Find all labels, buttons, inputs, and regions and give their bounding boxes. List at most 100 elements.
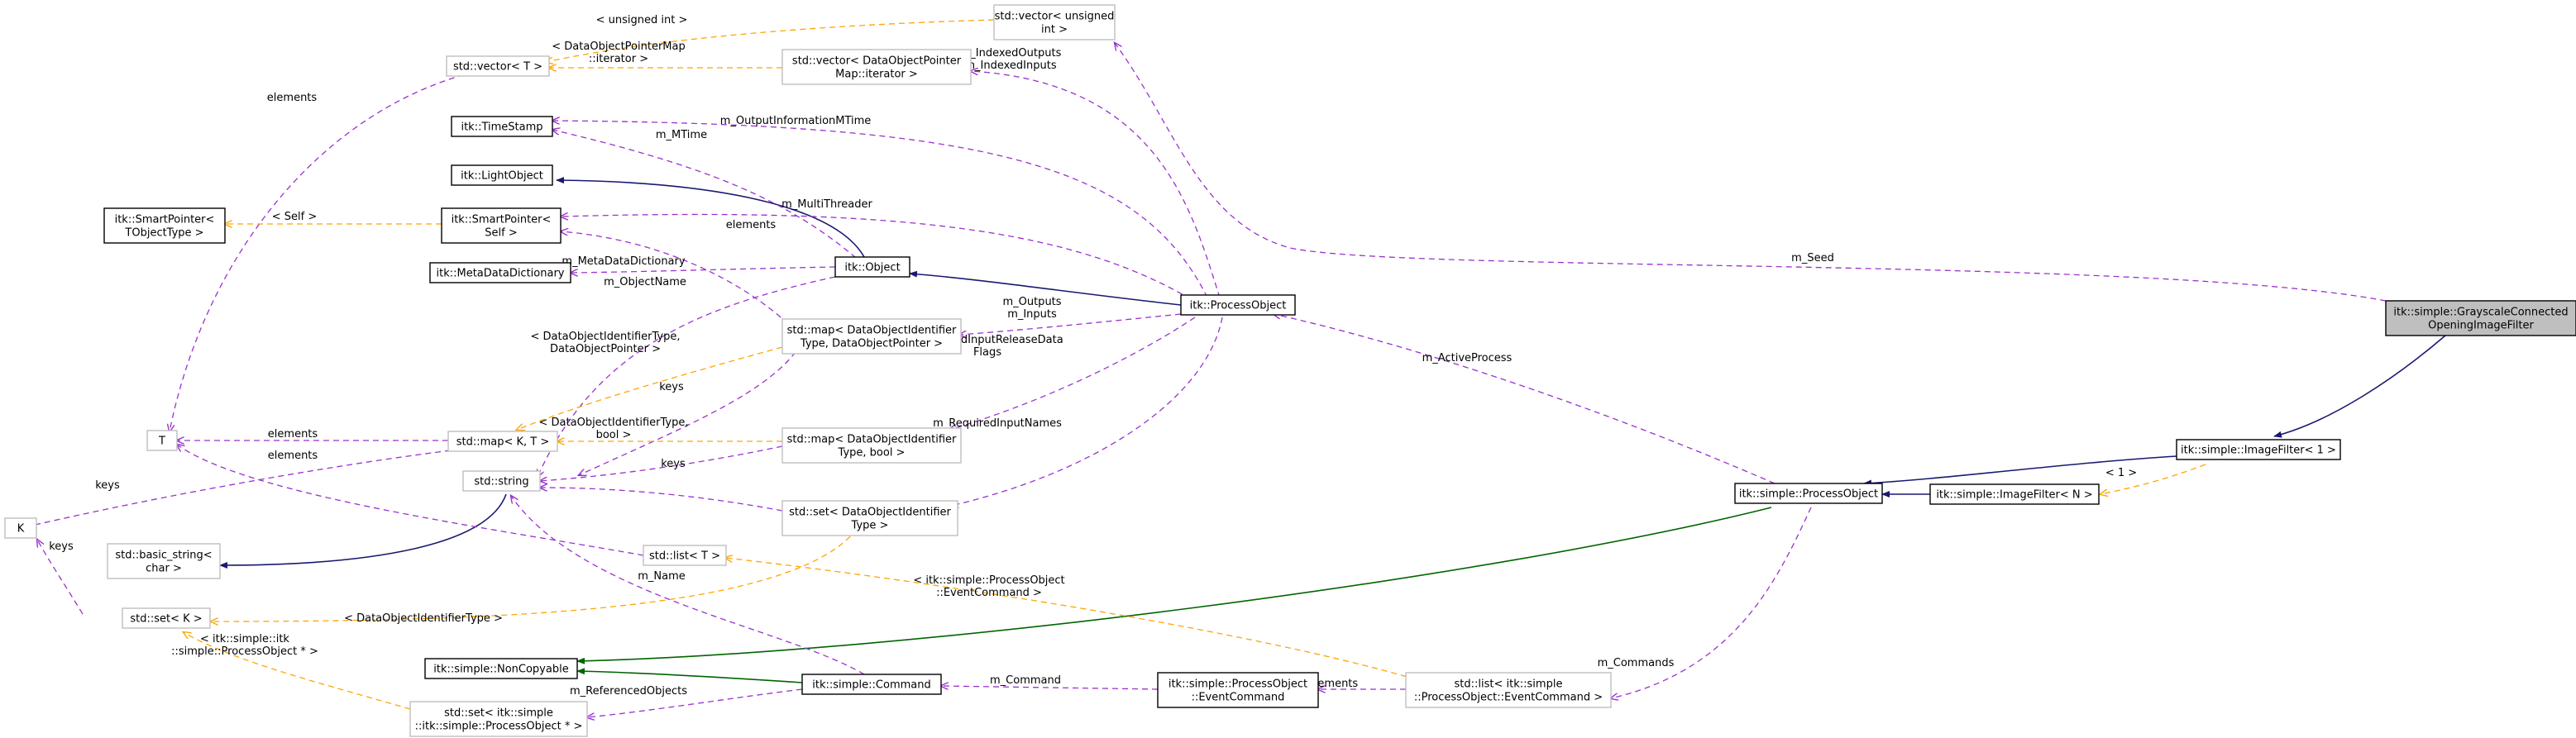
edge-label-line: Flags bbox=[973, 346, 1001, 359]
label-keys-set-k: keys bbox=[49, 540, 74, 553]
node-light-object[interactable]: itk::LightObject bbox=[451, 164, 553, 186]
edge-m-outputinformationmtime bbox=[552, 121, 1208, 298]
node-k[interactable]: K bbox=[4, 517, 37, 539]
node-label: int > bbox=[1041, 24, 1068, 36]
node-itk-object[interactable]: itk::Object bbox=[834, 256, 910, 278]
edge-m-objectname bbox=[538, 276, 836, 477]
label-templ-doid-ptr: < DataObjectIdentifierType,DataObjectPoi… bbox=[531, 331, 681, 355]
node-box bbox=[451, 116, 553, 137]
edge-label-line: m_Name bbox=[638, 570, 686, 583]
label-elements-t-2: elements bbox=[268, 450, 318, 462]
edge-label-line: < Self > bbox=[272, 211, 318, 223]
node-label: char > bbox=[146, 563, 182, 575]
node-label: itk::MetaDataDictionary bbox=[437, 268, 565, 280]
node-simple-process-object[interactable]: itk::simple::ProcessObject bbox=[1734, 483, 1883, 504]
node-t[interactable]: T bbox=[146, 430, 178, 451]
edge-templ-doid-type bbox=[211, 528, 858, 621]
node-image-filter-1[interactable]: itk::simple::ImageFilter< 1 > bbox=[2176, 439, 2341, 460]
node-smartpointer-tobjecttype[interactable]: itk::SmartPointer<TObjectType > bbox=[103, 207, 226, 244]
node-map-doid-bool[interactable]: std::map< DataObjectIdentifierType, bool… bbox=[781, 427, 962, 464]
node-label: T bbox=[158, 436, 165, 448]
node-event-command[interactable]: itk::simple::ProcessObject::EventCommand bbox=[1157, 672, 1319, 708]
node-timestamp[interactable]: itk::TimeStamp bbox=[451, 116, 553, 137]
node-set-doid[interactable]: std::set< DataObjectIdentifierType > bbox=[781, 500, 958, 536]
node-noncopyable[interactable]: itk::simple::NonCopyable bbox=[424, 658, 578, 679]
node-label: itk::simple::GrayscaleConnected bbox=[2393, 307, 2568, 319]
label-m-commands: m_Commands bbox=[1598, 657, 1675, 669]
node-label: itk::Object bbox=[844, 262, 900, 274]
node-command[interactable]: itk::simple::Command bbox=[801, 674, 942, 695]
node-vector-t[interactable]: std::vector< T > bbox=[446, 55, 550, 77]
node-set-k[interactable]: std::set< K > bbox=[122, 607, 211, 629]
node-process-object[interactable]: itk::ProcessObject bbox=[1180, 294, 1296, 316]
node-label: itk::SmartPointer< bbox=[115, 214, 215, 226]
edges bbox=[28, 19, 2446, 717]
edge-label-line: m_ObjectName bbox=[604, 276, 686, 288]
node-label: itk::SmartPointer< bbox=[452, 214, 552, 226]
node-box bbox=[446, 55, 550, 77]
node-set-process-object[interactable]: std::set< itk::simple::itk::simple::Proc… bbox=[409, 701, 588, 737]
node-label: TObjectType > bbox=[124, 227, 203, 240]
edge-command-to-noncopyable bbox=[576, 668, 803, 683]
node-label: std::set< itk::simple bbox=[444, 707, 553, 720]
edge-label-line: < DataObjectIdentifierType, bbox=[531, 331, 681, 343]
node-label: ::itk::simple::ProcessObject * > bbox=[415, 721, 583, 733]
edge-m-mtime bbox=[552, 130, 857, 259]
edge-label-line: m_Command bbox=[990, 674, 1061, 687]
node-label: std::map< DataObjectIdentifier bbox=[787, 434, 957, 446]
node-string[interactable]: std::string bbox=[462, 470, 541, 492]
node-label: OpeningImageFilter bbox=[2428, 320, 2534, 332]
edge-itkprocessobject-to-itkobject bbox=[909, 270, 1182, 306]
label-m-name: m_Name bbox=[638, 570, 686, 583]
node-label: Type, bool > bbox=[838, 447, 906, 459]
node-label: std::basic_string< bbox=[115, 550, 212, 562]
node-label: Map::iterator > bbox=[835, 69, 918, 81]
label-elements-vec: elements bbox=[267, 92, 318, 104]
edge-label-line: < itk::simple::itk bbox=[200, 633, 289, 645]
node-label: itk::simple::ImageFilter< N > bbox=[1936, 489, 2092, 502]
node-label: ::ProcessObject::EventCommand > bbox=[1414, 692, 1603, 704]
node-label: ::EventCommand bbox=[1192, 692, 1285, 704]
edge-label-line: m_IndexedInputs bbox=[964, 60, 1056, 72]
edge-templ-1 bbox=[2100, 464, 2206, 494]
node-label: Self > bbox=[485, 227, 517, 240]
edge-label-line: m_OutputInformationMTime bbox=[720, 115, 872, 127]
edge-label-line: < unsigned int > bbox=[596, 14, 688, 26]
node-box bbox=[107, 543, 221, 579]
node-basic-string[interactable]: std::basic_string<char > bbox=[107, 543, 221, 579]
node-label: std::set< DataObjectIdentifier bbox=[789, 507, 951, 519]
edge-templ-unsigned-int bbox=[546, 19, 995, 62]
edge-label-line: m_MetaDataDictionary bbox=[562, 255, 685, 268]
node-map-k-t[interactable]: std::map< K, T > bbox=[447, 431, 558, 452]
node-map-doid-ptr[interactable]: std::map< DataObjectIdentifierType, Data… bbox=[781, 318, 962, 355]
edge-m-indexed bbox=[971, 71, 1221, 298]
edge-templ-processobject-ptr bbox=[184, 632, 411, 710]
edge-label-line: m_ActiveProcess bbox=[1422, 352, 1513, 364]
node-label: itk::ProcessObject bbox=[1190, 300, 1287, 312]
node-smartpointer-self[interactable]: itk::SmartPointer<Self > bbox=[441, 207, 562, 244]
node-box bbox=[834, 256, 910, 278]
edge-label-line: < itk::simple::ProcessObject bbox=[913, 574, 1064, 587]
node-label: itk::simple::ImageFilter< 1 > bbox=[2181, 445, 2336, 457]
node-box bbox=[993, 4, 1116, 40]
label-m-outputinformationmtime: m_OutputInformationMTime bbox=[720, 115, 872, 127]
edge-label-line: elements bbox=[726, 219, 777, 231]
edge-label-line: keys bbox=[661, 458, 686, 470]
node-grayscale-connected-opening-image-filter[interactable]: itk::simple::GrayscaleConnectedOpeningIm… bbox=[2385, 300, 2576, 336]
node-box bbox=[103, 207, 226, 244]
node-list-t[interactable]: std::list< T > bbox=[643, 545, 727, 566]
edge-string-to-basicstring bbox=[219, 493, 507, 569]
label-m-command: m_Command bbox=[990, 674, 1061, 687]
node-vector-map-iterator[interactable]: std::vector< DataObjectPointerMap::itera… bbox=[781, 49, 972, 85]
node-list-event-command[interactable]: std::list< itk::simple::ProcessObject::E… bbox=[1405, 672, 1612, 708]
node-metadata-dictionary[interactable]: itk::MetaDataDictionary bbox=[429, 262, 571, 283]
label-templ-eventcommand: < itk::simple::ProcessObject::EventComma… bbox=[913, 574, 1064, 599]
edge-templ-doid-ptr bbox=[517, 346, 783, 430]
label-m-referencedobjects: m_ReferencedObjects bbox=[570, 685, 687, 698]
label-templ-self: < Self > bbox=[272, 211, 318, 223]
node-image-filter-n[interactable]: itk::simple::ImageFilter< N > bbox=[1929, 483, 2100, 505]
edge-m-seed bbox=[1115, 43, 2387, 302]
label-m-multithreader: m_MultiThreader bbox=[781, 198, 872, 211]
